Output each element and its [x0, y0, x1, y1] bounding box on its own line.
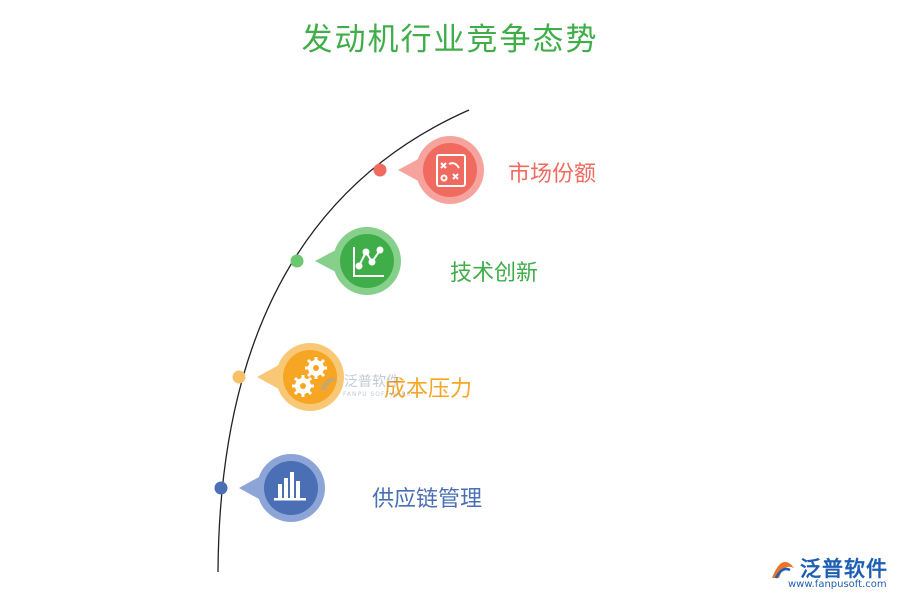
- arc-dot: [214, 481, 228, 495]
- bar-chart-icon: [274, 472, 306, 501]
- diagram-title: 发动机行业竞争态势: [301, 22, 599, 58]
- watermark: 泛普软件: [318, 372, 400, 392]
- arc-line: [217, 109, 470, 573]
- arc-dot: [232, 370, 246, 384]
- pin-core: [340, 234, 394, 288]
- label-supply-chain: 供应链管理: [372, 487, 483, 512]
- brand-name: 泛普软件: [800, 557, 888, 581]
- brand-url: www.fanpusoft.com: [788, 579, 887, 590]
- watermark-text: 泛普软件: [344, 374, 400, 390]
- item-tech-innovation: [290, 227, 401, 295]
- label-tech-innovation: 技术创新: [450, 261, 539, 286]
- label-market-share: 市场份额: [508, 162, 597, 187]
- brand-logo: 泛普软件: [770, 553, 888, 583]
- watermark-subtext: FANPU SOFTWARE: [343, 391, 412, 398]
- arc-dot: [290, 254, 304, 268]
- tactics-board-icon: [436, 154, 466, 187]
- brand-logo-icon: [772, 561, 794, 579]
- item-cost-pressure: [232, 343, 344, 411]
- pin-core: [423, 143, 477, 197]
- line-chart-icon: [353, 246, 384, 277]
- watermark-logo-icon: [320, 377, 338, 390]
- item-market-share: [373, 136, 484, 204]
- item-supply-chain: [214, 454, 325, 522]
- label-cost-pressure: 成本压力: [384, 377, 473, 402]
- arc-dot: [373, 163, 387, 177]
- gears-icon: [292, 357, 327, 397]
